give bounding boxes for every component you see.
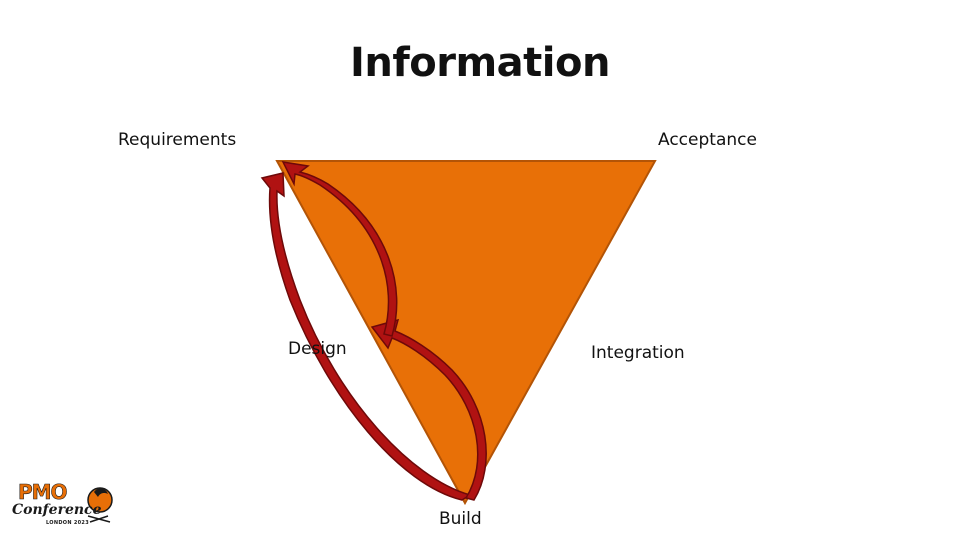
logo-mascot-icon <box>87 487 113 523</box>
feedback-arrow-build-to-design <box>370 318 487 501</box>
feedback-arrow-design-to-requirements <box>281 161 398 337</box>
logo-pmo-text: PMO <box>18 480 68 505</box>
logo-subtitle: LONDON 2023 <box>46 520 89 526</box>
label-requirements: Requirements <box>118 130 237 150</box>
feedback-arrow-build-to-requirements <box>260 172 472 501</box>
label-acceptance: Acceptance <box>658 130 757 150</box>
logo-conference-text: Conference <box>12 502 102 518</box>
information-triangle <box>275 160 657 506</box>
label-build: Build <box>439 509 482 529</box>
label-design: Design <box>288 339 347 359</box>
pmo-conference-logo: PMO Conference LONDON 2023 <box>10 478 120 534</box>
label-integration: Integration <box>591 343 685 363</box>
slide-title: Information <box>350 40 610 86</box>
